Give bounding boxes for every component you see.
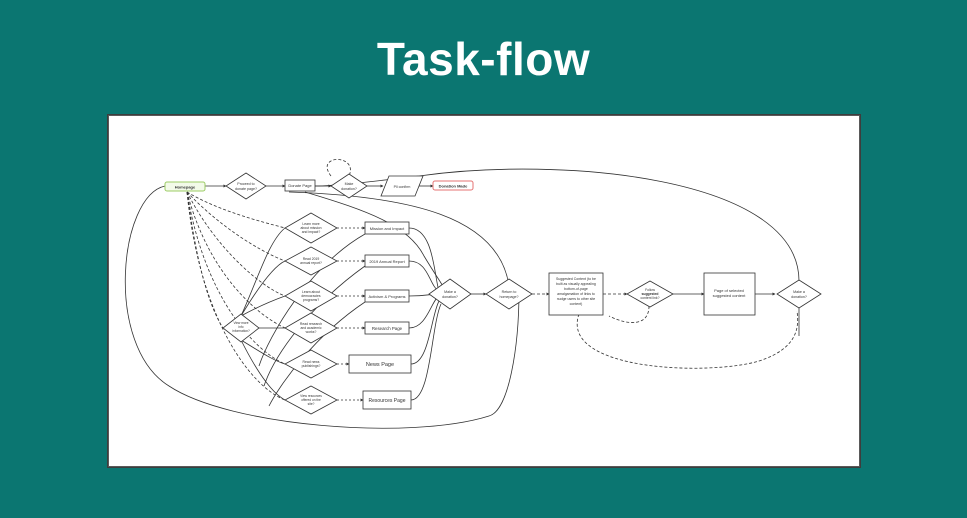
edge-home-bottom-loop xyxy=(124,185,520,429)
svg-text:nudge users to other site: nudge users to other site xyxy=(557,297,596,301)
svg-text:built as visually appealing: built as visually appealing xyxy=(556,282,596,286)
svg-text:View more: View more xyxy=(234,321,249,325)
svg-text:View resources: View resources xyxy=(300,394,322,398)
node-make-donation-top: Make donation? xyxy=(330,173,368,199)
edge-donate-loop xyxy=(326,159,351,177)
svg-text:site?: site? xyxy=(308,402,315,406)
svg-text:donation?: donation? xyxy=(791,295,807,299)
page-title: Task-flow xyxy=(376,33,591,85)
svg-text:Read 2019: Read 2019 xyxy=(303,257,320,261)
node-make-donation-right: Make a donation? xyxy=(776,279,822,309)
svg-text:Activism & Programs: Activism & Programs xyxy=(368,294,405,299)
svg-text:Resources Page: Resources Page xyxy=(369,398,406,404)
svg-text:News Page: News Page xyxy=(366,362,394,368)
svg-text:Page of selected: Page of selected xyxy=(714,288,744,293)
svg-text:Make: Make xyxy=(345,182,354,186)
svg-text:Read research: Read research xyxy=(300,322,322,326)
svg-text:about mission: about mission xyxy=(301,226,322,230)
node-follow-suggested: Follow suggested content link? xyxy=(626,280,674,308)
svg-text:Donation Made: Donation Made xyxy=(439,184,468,189)
diagram-canvas: Homepage Proceed to donate page? Donate … xyxy=(124,159,822,429)
svg-text:Homepage: Homepage xyxy=(175,185,196,190)
svg-text:annual report?: annual report? xyxy=(300,261,322,265)
node-make-donation-mid: Make a donation? xyxy=(428,278,472,310)
node-suggested-content: Suggested Content (to be built as visual… xyxy=(548,272,604,316)
svg-text:content link?: content link? xyxy=(640,296,659,300)
node-mission-impact: Mission and Impact xyxy=(364,221,410,235)
svg-text:Make a: Make a xyxy=(444,290,456,294)
svg-text:Read news: Read news xyxy=(303,360,320,364)
svg-text:offered on the: offered on the xyxy=(301,398,321,402)
svg-text:Learn more: Learn more xyxy=(302,222,319,226)
svg-text:Research Page: Research Page xyxy=(372,326,403,331)
svg-text:Mission and Impact: Mission and Impact xyxy=(370,226,405,231)
svg-text:donate page?: donate page? xyxy=(235,187,257,191)
node-news-page: News Page xyxy=(348,354,412,374)
node-annual-report: 2019 Annual Report xyxy=(364,254,410,268)
svg-text:Suggested Content (to be: Suggested Content (to be xyxy=(556,277,596,281)
node-page-selected: Page of selected suggested content xyxy=(703,272,756,316)
svg-text:suggested content: suggested content xyxy=(713,293,747,298)
node-donate-page: Donate Page xyxy=(284,179,316,192)
svg-text:Proceed to: Proceed to xyxy=(237,182,254,186)
svg-text:homepage?: homepage? xyxy=(500,295,519,299)
node-homepage: Homepage xyxy=(164,181,206,192)
task-flow-diagram: Homepage Proceed to donate page? Donate … xyxy=(108,115,860,467)
svg-text:programs?: programs? xyxy=(303,298,319,302)
svg-text:donation?: donation? xyxy=(341,187,357,191)
node-donation-made: Donation Made xyxy=(432,180,474,191)
svg-text:bottom-of-page: bottom-of-page xyxy=(564,287,588,291)
svg-text:Pll confirm: Pll confirm xyxy=(394,185,411,189)
svg-text:Donate Page: Donate Page xyxy=(288,183,312,188)
node-proceed-to-donate: Proceed to donate page? xyxy=(225,172,267,200)
node-research-page: Research Page xyxy=(364,321,410,335)
node-read-research: Read research and academic works? xyxy=(284,312,338,344)
svg-text:amalgamation of links to: amalgamation of links to xyxy=(557,292,595,296)
svg-text:information?: information? xyxy=(232,329,250,333)
node-return-homepage: Return to homepage? xyxy=(485,278,533,310)
svg-text:info: info xyxy=(238,325,243,329)
node-view-more-info: View more info information? xyxy=(222,313,260,343)
svg-text:Learn about: Learn about xyxy=(302,290,320,294)
svg-text:publishings?: publishings? xyxy=(302,364,321,368)
svg-text:donation?: donation? xyxy=(442,295,458,299)
svg-text:works?: works? xyxy=(306,330,317,334)
svg-text:democracies: democracies xyxy=(301,294,321,298)
svg-text:Return to: Return to xyxy=(502,290,517,294)
node-learn-mission: Learn more about mission and impact? xyxy=(284,212,338,244)
node-activism-programs: Activism & Programs xyxy=(364,289,410,303)
edges-home-fan xyxy=(186,191,286,401)
svg-text:content): content) xyxy=(570,302,583,306)
svg-text:Make a: Make a xyxy=(793,290,805,294)
svg-text:2019 Annual Report: 2019 Annual Report xyxy=(369,259,405,264)
node-view-resources: View resources offered on the site? xyxy=(284,385,338,415)
svg-text:and academic: and academic xyxy=(300,326,321,330)
node-pii-confirm: Pll confirm xyxy=(380,175,424,197)
node-read-news: Read news publishings? xyxy=(284,349,338,379)
svg-text:and impact?: and impact? xyxy=(302,230,321,234)
edges-viewmore-fan xyxy=(240,227,286,401)
node-read-annual: Read 2019 annual report? xyxy=(284,246,338,276)
svg-text:Follow: Follow xyxy=(645,288,655,292)
node-resources-page: Resources Page xyxy=(362,390,412,410)
node-learn-programs: Learn about democracies programs? xyxy=(284,280,338,312)
svg-text:suggested: suggested xyxy=(642,292,659,296)
